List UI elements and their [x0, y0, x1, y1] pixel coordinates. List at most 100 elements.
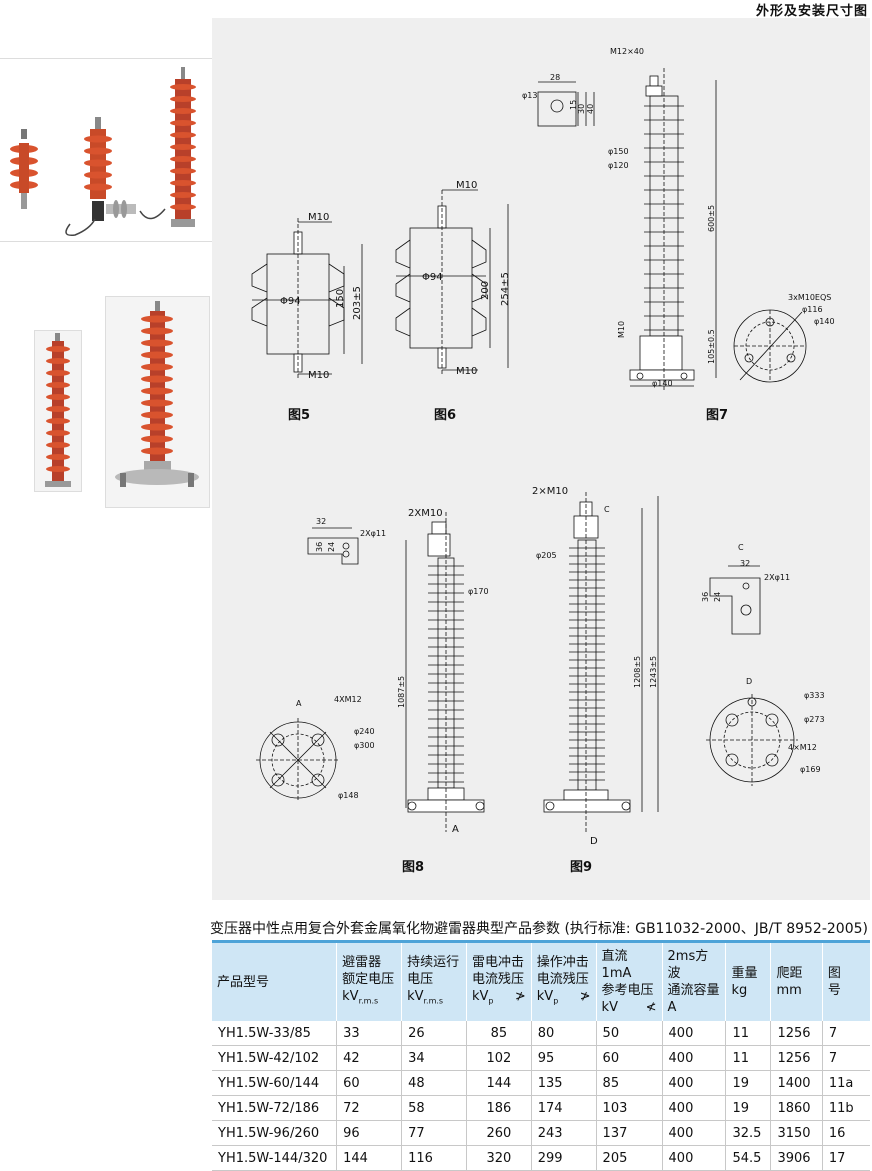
table-cell: 320 [465, 1145, 532, 1171]
table-cell: 1256 [770, 1045, 823, 1071]
table-cell: 400 [661, 1070, 726, 1096]
table-cell: 95 [530, 1045, 597, 1071]
fig9-phi205: φ205 [536, 551, 557, 560]
fig7-phi116: φ116 [802, 305, 823, 314]
table-cell: 54.5 [725, 1145, 771, 1171]
table-cell: 400 [661, 1045, 726, 1071]
page-title: 外形及安装尺寸图 [755, 4, 868, 19]
table-cell: 102 [465, 1045, 532, 1071]
table-cell: 103 [595, 1095, 663, 1121]
table-cell: 11 [725, 1045, 771, 1071]
table-cell: 42 [336, 1045, 402, 1071]
table-cell: 16 [821, 1120, 870, 1146]
table-cell: 400 [661, 1120, 726, 1146]
figure-8-drawing [405, 512, 485, 832]
figure-9-detail-c [709, 565, 761, 635]
figure-8-detail-bracket [307, 527, 359, 565]
fig7-phi140: φ140 [652, 379, 673, 388]
table-cell: 205 [595, 1145, 663, 1171]
fig5-m10-top: M10 [308, 212, 329, 223]
table-cell: 72 [336, 1095, 402, 1121]
table-cell: 144 [336, 1145, 402, 1171]
table-cell: 32.5 [725, 1120, 771, 1146]
table-cell: 77 [401, 1120, 467, 1146]
figure-5-drawing [251, 218, 363, 378]
table-cell: 26 [401, 1021, 467, 1046]
fig8-phi300: φ300 [354, 741, 375, 750]
fig9-d24: 24 [713, 592, 722, 602]
table-cell: 186 [465, 1095, 532, 1121]
table-cell: 60 [595, 1045, 663, 1071]
fig8-label-a: A [296, 699, 302, 708]
medium-arrester-photo [65, 117, 166, 237]
table-cell: 400 [661, 1095, 726, 1121]
table-cell: 135 [530, 1070, 597, 1096]
table-cell: YH1.5W-42/102 [212, 1045, 337, 1071]
fig7-phi150: φ150 [608, 147, 629, 156]
fig7-m10: M10 [617, 321, 626, 338]
table-cell: 7 [821, 1045, 870, 1071]
fig6-m10-top: M10 [456, 180, 477, 191]
fig8-phi240: φ240 [354, 727, 375, 736]
table-cell: 137 [595, 1120, 663, 1146]
table-cell: 85 [595, 1070, 663, 1096]
fig6-m10-bottom: M10 [456, 366, 477, 377]
fig5-m10-bottom: M10 [308, 370, 329, 381]
table-cell: 400 [661, 1145, 726, 1171]
figure-6-drawing [395, 189, 509, 374]
table-header-9: 图号 [821, 940, 870, 1021]
product-photo-group [0, 58, 212, 242]
table-cell: 60 [336, 1070, 402, 1096]
fig7-d30: 30 [577, 104, 586, 114]
fig7-m12: M12×40 [610, 47, 644, 56]
table-cell: YH1.5W-96/260 [212, 1120, 337, 1146]
small-arrester-photo [10, 129, 38, 209]
fig9-phi169: φ169 [800, 765, 821, 774]
fig7-d40: 40 [586, 104, 595, 114]
fig7-d105: 105±0.5 [707, 329, 716, 364]
fig7-d600: 600±5 [707, 205, 716, 232]
fig9-top: 2×M10 [532, 486, 568, 497]
table-caption: 变压器中性点用复合外套金属氧化物避雷器典型产品参数 (执行标准: GB11032… [210, 921, 868, 937]
table-cell: 33 [336, 1021, 402, 1046]
table-cell: 174 [530, 1095, 597, 1121]
fig6-dim200: 200 [480, 281, 491, 300]
figure-8-base-plan [256, 718, 340, 802]
fig9-d32: 32 [740, 559, 750, 568]
table-cell: 58 [401, 1095, 467, 1121]
table-cell: 7 [821, 1021, 870, 1046]
fig8-d32: 32 [316, 517, 326, 526]
table-cell: 34 [401, 1045, 467, 1071]
table-cell: 17 [821, 1145, 870, 1171]
fig9-detail-d-label: D [746, 677, 752, 686]
table-cell: YH1.5W-72/186 [212, 1095, 337, 1121]
arrester-photo-slim [34, 330, 82, 492]
table-cell: 1256 [770, 1021, 823, 1046]
fig7-bolts: 3xM10EQS [788, 293, 831, 302]
fig7-d28: 28 [550, 73, 560, 82]
table-cell: 299 [530, 1145, 597, 1171]
table-header-0: 产品型号 [212, 940, 337, 1021]
tall-arrester-photo [170, 67, 196, 227]
table-cell: 260 [465, 1120, 532, 1146]
fig9-c: C [604, 505, 610, 514]
fig9-d1208: 1208±5 [633, 656, 642, 688]
fig7-label: 图7 [706, 408, 729, 423]
fig8-bolts: 4XM12 [334, 695, 362, 704]
dimension-drawing-panel: M10 Φ94 150 203±5 M10 M10 Φ94 200 254±5 … [212, 18, 870, 900]
table-cell: 80 [530, 1021, 597, 1046]
fig5-label: 图5 [288, 408, 311, 423]
table-cell: YH1.5W-33/85 [212, 1021, 337, 1046]
fig7-d15: 15 [569, 100, 578, 110]
table-cell: YH1.5W-144/320 [212, 1145, 337, 1171]
fig9-holes: 2Xφ11 [764, 573, 790, 582]
fig6-phi: Φ94 [422, 272, 443, 283]
